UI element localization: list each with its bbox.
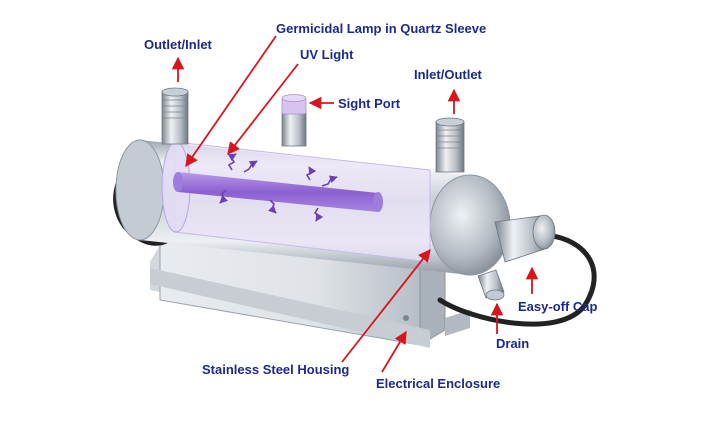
label-sight-port: Sight Port bbox=[338, 96, 401, 111]
germicidal-lamp bbox=[178, 172, 378, 212]
label-inlet-outlet: Inlet/Outlet bbox=[414, 67, 482, 82]
label-drain: Drain bbox=[496, 336, 530, 351]
left-port bbox=[161, 87, 189, 145]
arrow-electrical-enclosure bbox=[381, 330, 407, 373]
label-outlet-inlet: Outlet/Inlet bbox=[144, 37, 212, 52]
easy-off-cap bbox=[494, 214, 556, 263]
drain-valve bbox=[477, 269, 505, 301]
arrow-germicidal-lamp bbox=[185, 35, 277, 168]
label-easy-off-cap: Easy-off Cap bbox=[518, 299, 598, 314]
right-power-cord bbox=[437, 232, 597, 327]
sight-port bbox=[281, 94, 307, 147]
uv-light-rays bbox=[219, 153, 338, 222]
callout-arrows bbox=[171, 35, 539, 373]
arrow-stainless-housing bbox=[341, 249, 431, 363]
arrow-uv-light bbox=[227, 63, 299, 155]
label-germicidal-lamp: Germicidal Lamp in Quartz Sleeve bbox=[276, 21, 487, 36]
right-port bbox=[435, 117, 465, 173]
label-uv-light: UV Light bbox=[300, 47, 354, 62]
label-electrical-enclosure: Electrical Enclosure bbox=[376, 376, 501, 391]
label-stainless-housing: Stainless Steel Housing bbox=[202, 362, 350, 377]
